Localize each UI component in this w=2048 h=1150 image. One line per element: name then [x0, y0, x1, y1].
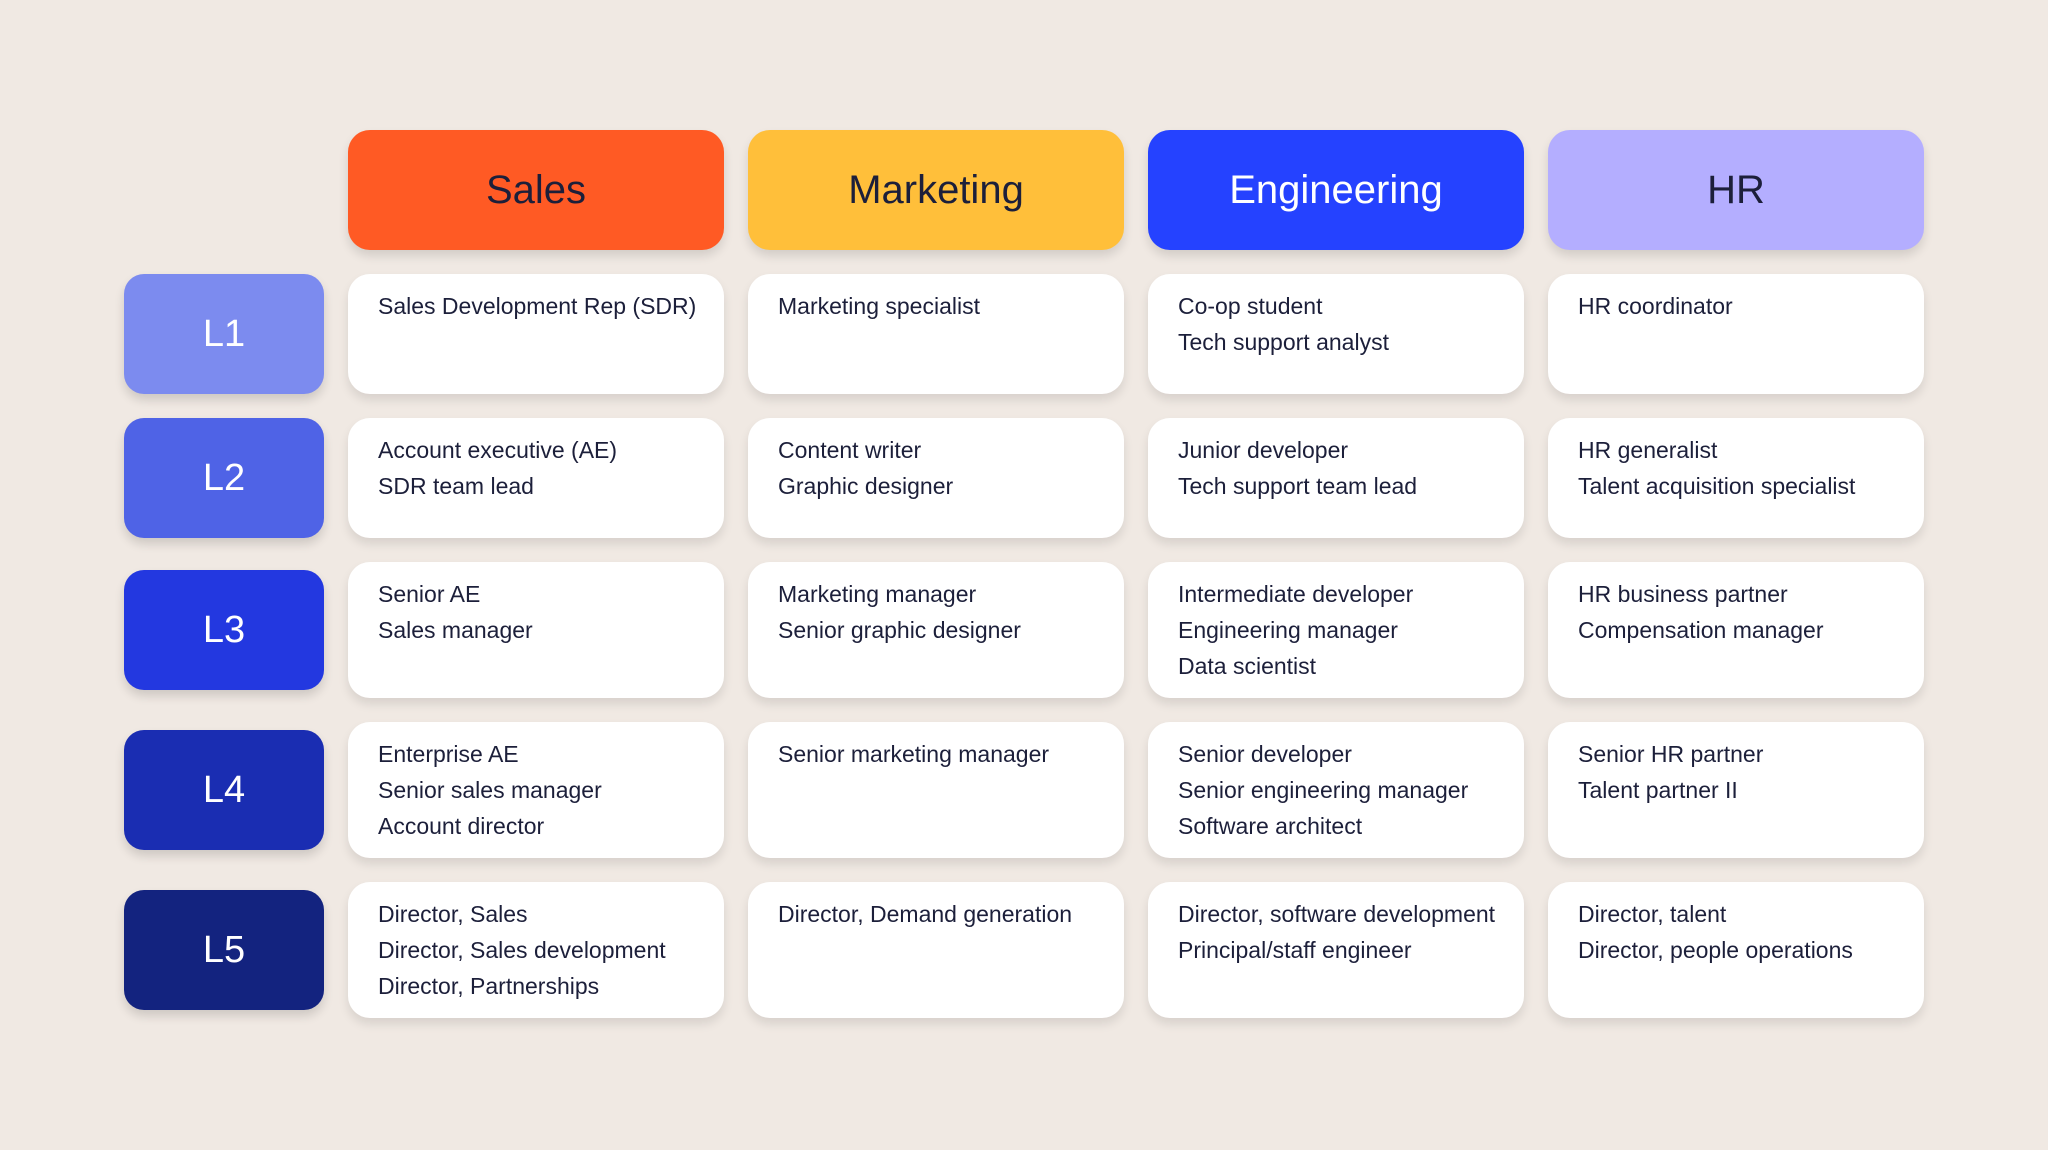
role-title: Talent partner II: [1578, 777, 1738, 803]
role-title: Data scientist: [1178, 653, 1317, 679]
role-title: Co-op student: [1178, 293, 1323, 319]
role-title: Senior sales manager: [378, 777, 602, 803]
role-title: Director, Sales development: [378, 937, 666, 963]
role-title: Senior HR partner: [1578, 741, 1764, 767]
role-title: Senior marketing manager: [778, 741, 1050, 767]
level-label-l4: L4: [124, 730, 324, 850]
role-title: Sales Development Rep (SDR): [378, 293, 697, 319]
department-header-marketing: Marketing: [748, 130, 1124, 250]
department-header-sales: Sales: [348, 130, 724, 250]
role-title: Tech support team lead: [1178, 473, 1418, 499]
role-cell-l1-sales: Sales Development Rep (SDR): [348, 274, 724, 394]
role-title: Director, Demand generation: [778, 901, 1073, 927]
role-title: Software architect: [1178, 813, 1363, 839]
role-title: HR generalist: [1578, 437, 1718, 463]
role-title: HR business partner: [1578, 581, 1788, 607]
department-header-hr: HR: [1548, 130, 1924, 250]
role-title: Senior graphic designer: [778, 617, 1021, 643]
role-title: Sales manager: [378, 617, 533, 643]
role-title: Principal/staff engineer: [1178, 937, 1412, 963]
role-title: Marketing manager: [778, 581, 977, 607]
role-title: Senior AE: [378, 581, 481, 607]
role-title: Compensation manager: [1578, 617, 1824, 643]
role-title: Account executive (AE): [378, 437, 618, 463]
role-title: Talent acquisition specialist: [1578, 473, 1856, 499]
role-title: Director, software development: [1178, 901, 1496, 927]
role-title: SDR team lead: [378, 473, 534, 499]
role-title: Intermediate developer: [1178, 581, 1414, 607]
role-title: Senior engineering manager: [1178, 777, 1469, 803]
level-label-l5: L5: [124, 890, 324, 1010]
role-title: Director, talent: [1578, 901, 1727, 927]
role-title: Account director: [378, 813, 545, 839]
department-header-engineering: Engineering: [1148, 130, 1524, 250]
level-label-l2: L2: [124, 418, 324, 538]
level-label-l1: L1: [124, 274, 324, 394]
role-title: Engineering manager: [1178, 617, 1398, 643]
role-title: Junior developer: [1178, 437, 1349, 463]
role-cell-l2-sales: Account executive (AE) SDR team lead: [348, 418, 724, 538]
role-title: Enterprise AE: [378, 741, 519, 767]
role-cell-l4-marketing: Senior marketing manager: [748, 722, 1124, 858]
role-cell-l1-marketing: Marketing specialist: [748, 274, 1124, 394]
role-title: Graphic designer: [778, 473, 954, 499]
role-title: Director, Sales: [378, 901, 528, 927]
level-label-l3: L3: [124, 570, 324, 690]
role-cell-l1-hr: HR coordinator: [1548, 274, 1924, 394]
corner-spacer: [124, 130, 324, 250]
role-title: Content writer: [778, 437, 922, 463]
role-title: Director, Partnerships: [378, 973, 600, 999]
role-title: Director, people operations: [1578, 937, 1853, 963]
role-cell-l3-sales: Senior AE Sales manager: [348, 562, 724, 698]
role-title: Senior developer: [1178, 741, 1352, 767]
role-cell-l5-marketing: Director, Demand generation: [748, 882, 1124, 1018]
role-title: Tech support analyst: [1178, 329, 1389, 355]
role-title: HR coordinator: [1578, 293, 1733, 319]
role-title: Marketing specialist: [778, 293, 980, 319]
